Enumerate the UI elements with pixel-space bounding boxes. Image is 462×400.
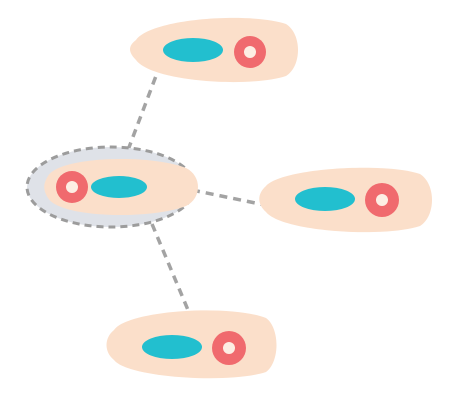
node-center-pill-icon [91, 176, 147, 198]
node-right-ring-hole [376, 194, 388, 206]
connector-center-top[interactable] [126, 75, 158, 151]
node-center[interactable] [25, 145, 198, 229]
node-bottom[interactable] [106, 310, 277, 379]
connector-center-bottom[interactable] [150, 223, 190, 311]
node-top[interactable] [130, 17, 298, 83]
node-top-pill-icon [163, 38, 223, 62]
node-center-ring-hole [66, 181, 78, 193]
node-bottom-ring-hole [223, 342, 235, 354]
node-bottom-pill-icon [142, 335, 202, 359]
node-right[interactable] [259, 167, 432, 233]
connector-center-right[interactable] [191, 188, 271, 208]
connectors [126, 75, 271, 311]
node-top-ring-hole [244, 46, 256, 58]
node-right-pill-icon [295, 187, 355, 211]
